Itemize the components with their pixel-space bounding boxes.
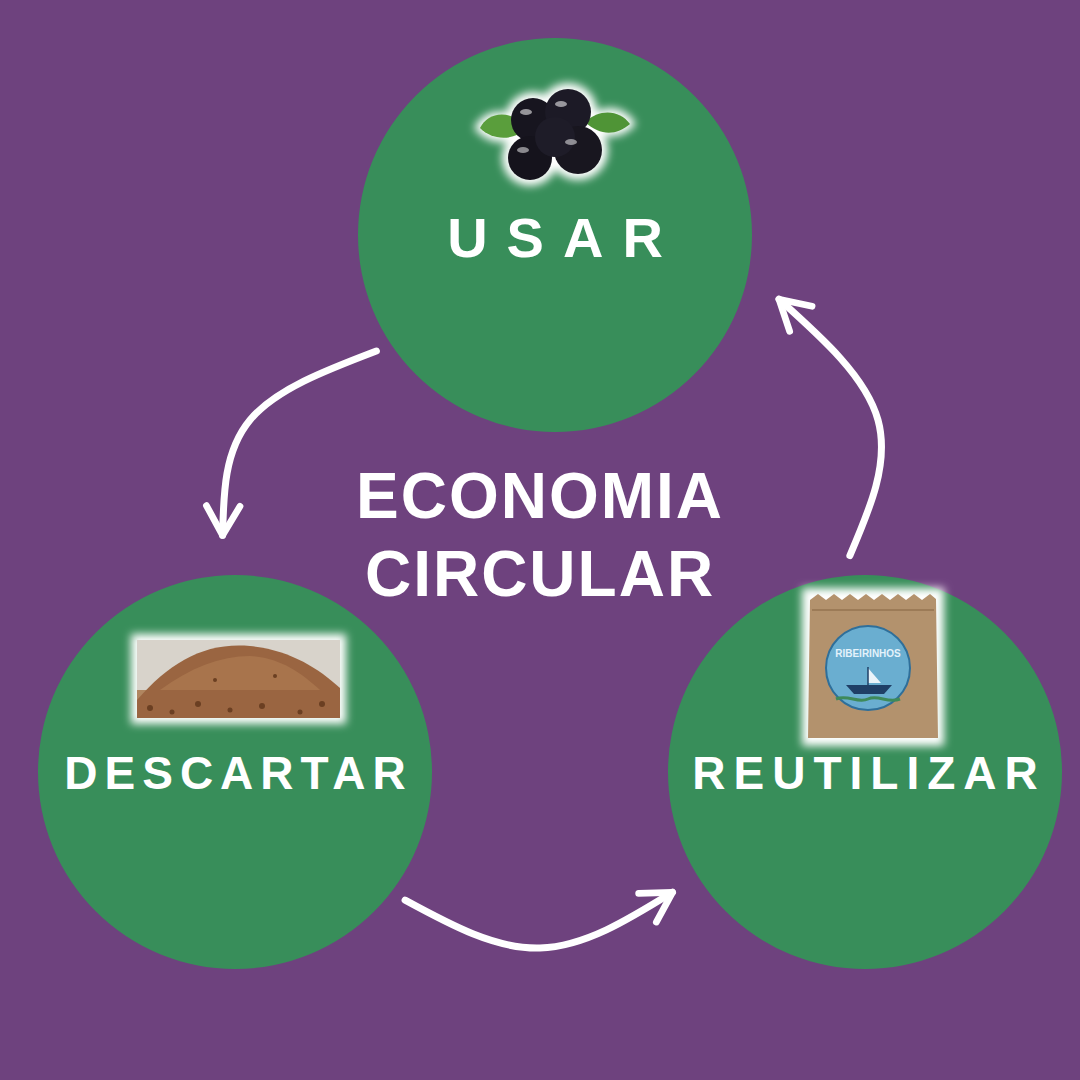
circle-fill	[358, 38, 752, 432]
brand-label: RIBEIRINHOS	[826, 648, 910, 660]
cycle-arrow	[223, 351, 377, 535]
diagram-title: ECONOMIA CIRCULAR	[320, 457, 760, 613]
circle-fill	[38, 575, 432, 969]
stage-label: REUTILIZAR	[684, 746, 1045, 800]
cycle-arrow	[405, 892, 672, 948]
cycle-circle: DESCARTAR	[38, 575, 432, 969]
seed-pile-picture	[131, 634, 346, 724]
cycle-arrow	[779, 299, 882, 555]
stage-label: USAR	[428, 205, 682, 270]
cycle-circle: USAR	[358, 38, 752, 432]
seed-bag-picture	[802, 588, 944, 746]
cycle-circle: REUTILIZAR	[668, 575, 1062, 969]
circle-fill	[668, 575, 1062, 969]
stage-label: DESCARTAR	[57, 746, 412, 800]
